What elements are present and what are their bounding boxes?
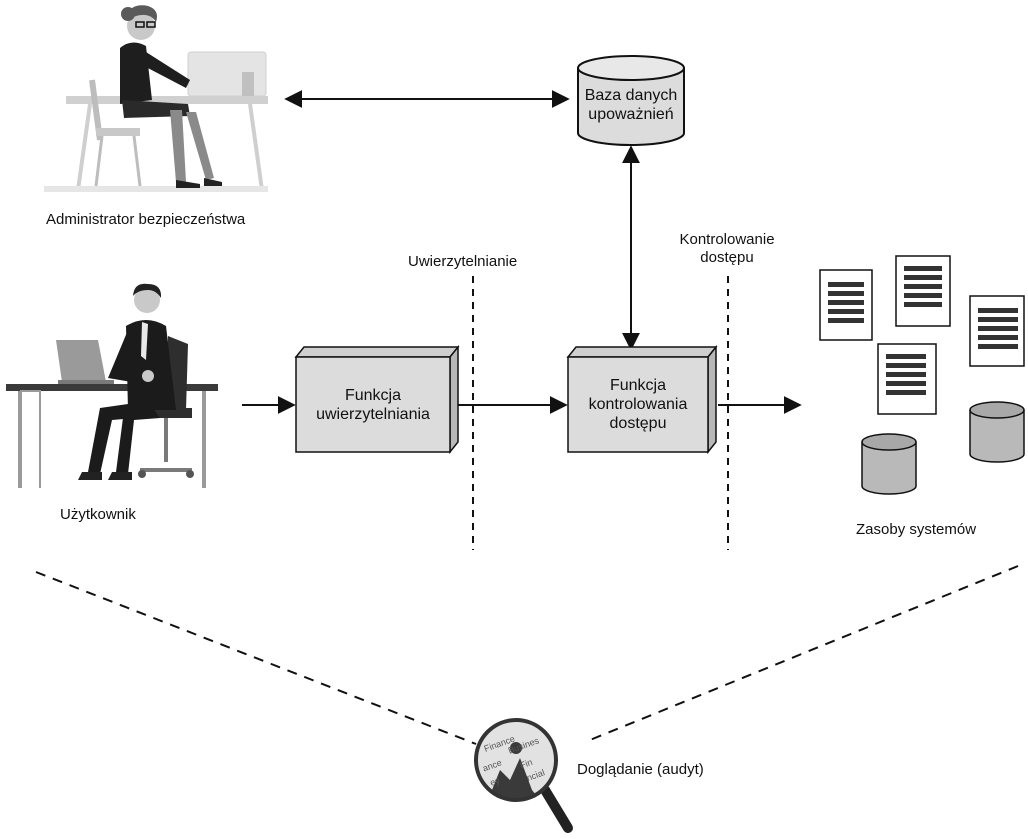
magnifier-word: ey xyxy=(489,775,502,788)
resources-label: Zasoby systemów xyxy=(856,521,977,538)
authentication-function-line1: Funkcja xyxy=(344,386,402,404)
admin-illustration xyxy=(44,5,268,192)
document-icon xyxy=(877,343,937,415)
authentication-function-label: Funkcja uwierzytelniania xyxy=(296,357,450,452)
database-label-line1: Baza danych xyxy=(584,87,678,104)
user-label: Użytkownik xyxy=(60,506,136,523)
access-control-function-line3: dostępu xyxy=(609,415,667,432)
database-icon xyxy=(969,401,1025,463)
user-illustration xyxy=(6,283,218,488)
authorization-database xyxy=(577,55,685,146)
document-icon xyxy=(819,269,873,341)
database-icon xyxy=(861,433,917,495)
document-icon xyxy=(895,255,951,327)
audit-label: Doglądanie (audyt) xyxy=(577,761,704,778)
access-control-label-line2: dostępu xyxy=(700,249,754,266)
system-resources xyxy=(819,255,1025,495)
access-control-label-line1: Kontrolowanie xyxy=(679,231,775,248)
access-control-function-line2: kontrolowania xyxy=(588,396,688,413)
access-control-function-label: Funkcja kontrolowania dostępu xyxy=(568,357,708,452)
access-control-function-box xyxy=(566,344,718,455)
authentication-function-box xyxy=(294,344,460,455)
admin-label: Administrator bezpieczeństwa xyxy=(46,211,246,228)
magnifier-icon: Finance Busines ance ey Fin ncial xyxy=(474,718,573,833)
magnifier-word: Fin xyxy=(519,757,534,771)
authentication-label: Uwierzytelnianie xyxy=(408,253,518,270)
access-control-label: Kontrolowanie dostępu xyxy=(668,231,786,267)
document-icon xyxy=(969,295,1025,367)
access-control-function-line1: Funkcja xyxy=(609,377,667,394)
database-label: Baza danych upoważnień xyxy=(578,80,684,130)
authentication-function-line2: uwierzytelniania xyxy=(316,405,430,423)
database-label-line2: upoważnień xyxy=(588,106,674,123)
